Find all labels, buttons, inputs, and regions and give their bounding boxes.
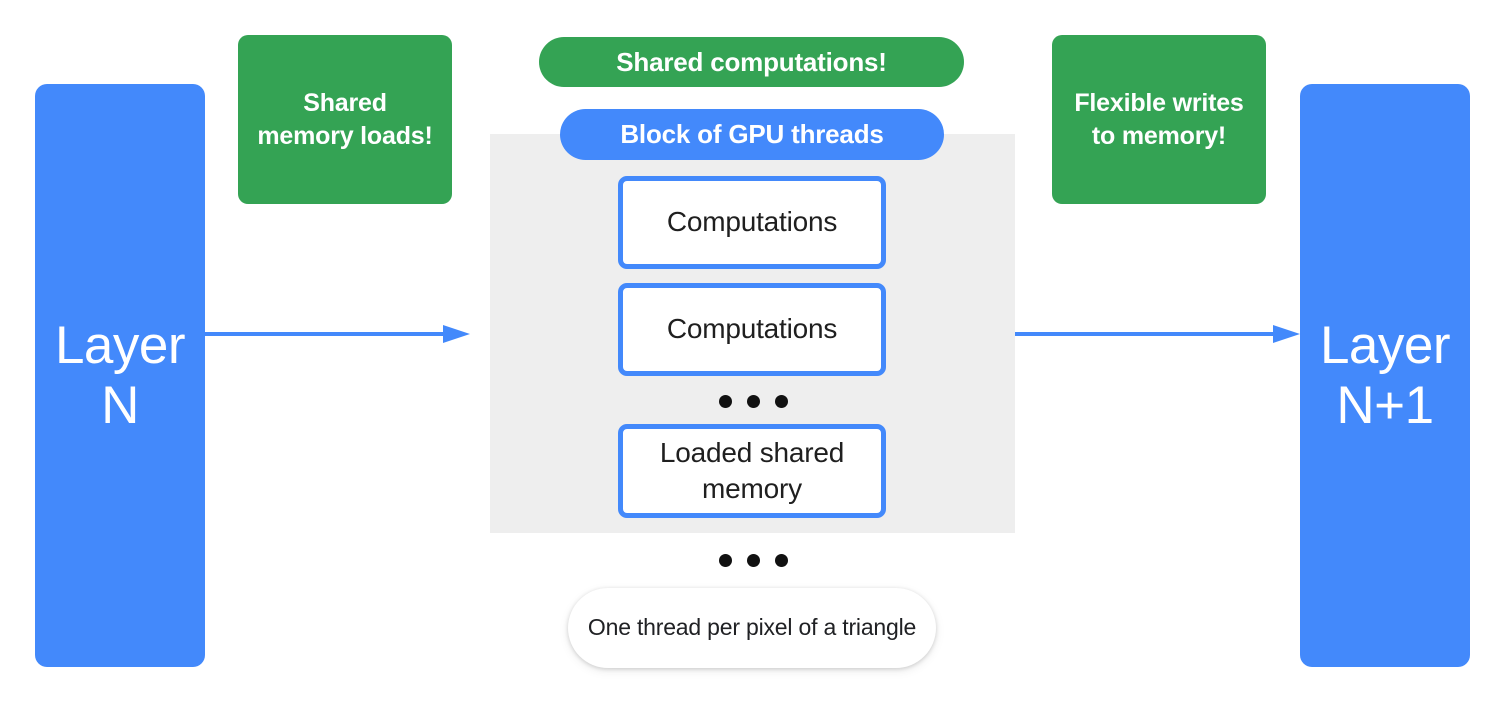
pill-block-of-gpu-threads: Block of GPU threads — [560, 109, 944, 160]
ellipsis-dot — [775, 395, 788, 408]
ellipsis-dot — [719, 395, 732, 408]
ellipsis-dot — [747, 554, 760, 567]
thread-box-loaded-shared-memory-label: Loaded shared memory — [659, 436, 845, 504]
layer-n-plus-1-line1: Layer — [1319, 316, 1451, 376]
callout-flexible-writes-to-memory: Flexible writes to memory! — [1052, 35, 1266, 204]
thread-box-computations-2: Computations — [618, 283, 886, 376]
pill-block-of-gpu-threads-label: Block of GPU threads — [620, 119, 884, 149]
callout-shared-memory-loads-label: Shared memory loads! — [257, 88, 433, 150]
callout-shared-memory-loads: Shared memory loads! — [238, 35, 452, 204]
arrow-block-to-layer-n1-icon — [1015, 325, 1300, 343]
ellipsis-inside-block-icon — [719, 395, 788, 408]
layer-n-line1: Layer — [54, 316, 186, 376]
pill-shared-computations: Shared computations! — [539, 37, 964, 87]
ellipsis-dot — [747, 395, 760, 408]
layer-n-line2: N — [101, 375, 139, 435]
arrow-layer-n-to-block-icon — [205, 325, 470, 343]
pill-shared-computations-label: Shared computations! — [616, 46, 887, 77]
callout-flexible-writes-to-memory-label: Flexible writes to memory! — [1074, 88, 1244, 150]
ellipsis-below-block-icon — [719, 554, 788, 567]
pill-one-thread-per-pixel-label: One thread per pixel of a triangle — [587, 614, 917, 641]
thread-box-computations-2-label: Computations — [666, 313, 838, 345]
ellipsis-dot — [775, 554, 788, 567]
layer-n-plus-1-line2: N+1 — [1336, 375, 1434, 435]
thread-box-computations-1-label: Computations — [666, 206, 838, 238]
thread-box-loaded-shared-memory: Loaded shared memory — [618, 424, 886, 518]
ellipsis-dot — [719, 554, 732, 567]
thread-box-computations-1: Computations — [618, 176, 886, 269]
pill-one-thread-per-pixel: One thread per pixel of a triangle — [568, 588, 936, 668]
